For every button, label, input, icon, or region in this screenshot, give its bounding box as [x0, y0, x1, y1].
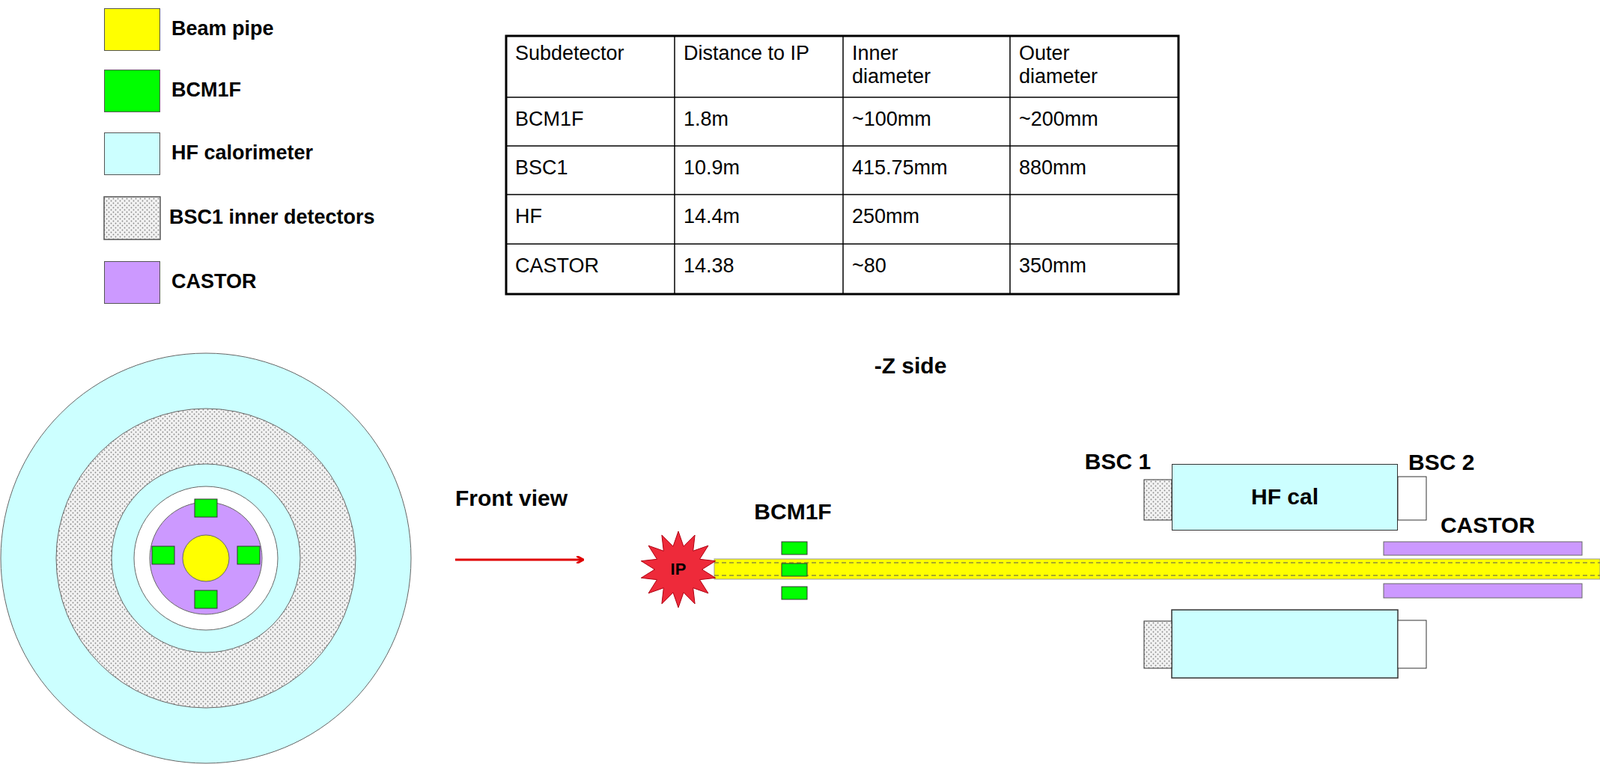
table-cell: BCM1F — [515, 107, 658, 132]
node-text: HF cal — [1251, 484, 1319, 511]
legend-swatch — [104, 8, 161, 51]
part-name: CASTOR — [1440, 512, 1535, 540]
part-name: BCM1F — [753, 499, 832, 526]
side-title: -Z side — [874, 353, 948, 380]
view-label: Front view — [455, 485, 568, 513]
front-view — [0, 353, 412, 764]
table-cell: 14.38 — [683, 254, 826, 278]
view-arrow — [455, 559, 583, 562]
table-cell: CASTOR — [515, 254, 658, 278]
node-text: IP — [670, 560, 687, 579]
legend-swatch — [104, 261, 161, 304]
table-cell: 350mm — [1018, 254, 1162, 278]
table-cell: Distance to IP — [683, 41, 811, 66]
side-view — [714, 476, 1600, 679]
table-cell: 14.4m — [683, 205, 826, 229]
table-cell: 880mm — [1018, 156, 1162, 180]
legend-swatch — [104, 132, 161, 176]
legend-swatch — [104, 69, 161, 113]
part-name: BSC 1 — [1084, 449, 1151, 476]
table-cell: ~100mm — [852, 107, 995, 132]
part-name: BSC 2 — [1408, 449, 1475, 477]
table-cell: BSC1 — [515, 156, 658, 180]
ip-star: IP — [639, 530, 718, 609]
table-cell: 1.8m — [683, 107, 826, 132]
table-cell: Inner diameter — [852, 41, 980, 89]
table-cell: ~80 — [852, 254, 995, 278]
table-cell: Subdetector — [515, 41, 643, 66]
star-outline — [640, 531, 716, 608]
legend-text: CASTOR — [171, 270, 257, 294]
table-cell: 10.9m — [683, 156, 826, 180]
table-grid — [506, 35, 1179, 295]
legend-text: BSC1 inner detectors — [169, 205, 376, 230]
table-cell: 250mm — [852, 205, 995, 229]
legend-text: BCM1F — [171, 78, 242, 102]
table-cell: HF — [515, 205, 658, 229]
table-cell: Outer diameter — [1018, 41, 1147, 89]
table-cell: ~200mm — [1018, 107, 1162, 132]
legend-swatch — [104, 196, 161, 240]
table-cell: 415.75mm — [852, 156, 995, 180]
hf-box: HF cal — [1171, 464, 1398, 531]
legend-text: Beam pipe — [171, 17, 275, 41]
legend-text: HF calorimeter — [171, 141, 313, 165]
